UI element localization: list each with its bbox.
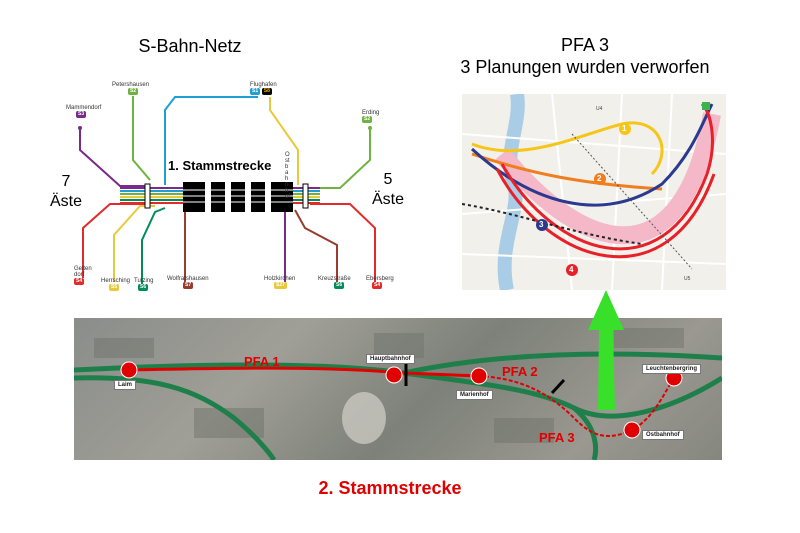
s-marker-marienhof	[470, 367, 488, 385]
pfa1-label: PFA 1	[244, 354, 280, 369]
right-branch-word: Äste	[371, 191, 404, 208]
dest-petershausen-label: Petershausen	[112, 82, 150, 88]
badge-s6-kreuzstrasse: S6	[334, 282, 345, 289]
dest-erding: Erding S2	[362, 110, 379, 123]
badge-s3-mammendorf: S3	[76, 111, 87, 118]
variant-2-label: 2	[597, 174, 602, 183]
dest-wolfratshausen-label: Wolfratshausen	[167, 276, 209, 282]
station-marienhof: Marienhof	[456, 390, 493, 400]
pfa3-label: PFA 3	[539, 430, 575, 445]
trunk-line-bundle	[120, 182, 320, 212]
green-arrow-icon	[588, 290, 624, 410]
s-station-marker	[702, 102, 710, 110]
dest-tutzing: Tutzing S6	[134, 278, 153, 291]
dest-ebersberg-label: Ebersberg	[366, 276, 394, 282]
variant-3-label: 3	[539, 220, 544, 229]
branch-line-s3-mammendorf	[79, 128, 150, 187]
pfa3-title-line2: 3 Planungen wurden verworfen	[460, 57, 710, 77]
pfa3-title: PFA 3 3 Planungen wurden verworfen	[420, 34, 750, 78]
branch-line-s6-tutzing	[141, 207, 166, 285]
dest-mammendorf-label: Mammendorf	[66, 105, 102, 111]
badge-s4-geltendorf: S4	[74, 278, 85, 285]
aerial-route-photo: Laim Hauptbahnhof Marienhof Leuchtenberg…	[74, 318, 722, 460]
pfa3-planning-map: 1 2 3 4 U4 U5	[462, 94, 726, 290]
badge-s7-wolfratshausen: S7	[183, 282, 194, 289]
dest-herrsching-label: Herrsching	[101, 278, 131, 284]
variant-1-marker	[619, 123, 631, 135]
badge-s1-flughafen: S1	[250, 88, 261, 95]
branch-line-s6-kreuzstrasse	[294, 209, 338, 283]
left-branch-count: 7 Äste	[40, 172, 92, 212]
left-branch-number: 7	[61, 173, 71, 190]
right-branch-number: 5	[383, 171, 393, 188]
dest-geltendorf-label: Gelten dorf	[74, 266, 92, 278]
ostbahnhof-vertical-label: Ostbahnhof	[285, 152, 291, 200]
branch-line-s1-flughafen	[164, 96, 258, 185]
dest-erding-label: Erding	[362, 110, 380, 116]
branch-line-s8-herrsching	[113, 205, 155, 282]
variant-2-marker	[594, 173, 606, 185]
dest-kreuzstrasse-label: Kreuzstraße	[318, 276, 351, 282]
badge-s2-petershausen: S2	[128, 88, 139, 95]
dest-wolfratshausen: Wolfratshausen S7	[167, 276, 209, 289]
badge-s2-erding: S2	[362, 116, 373, 123]
variant-4-marker	[566, 264, 578, 276]
branch-line-s2-petershausen	[132, 96, 151, 181]
badge-s6-tutzing: S6	[138, 284, 149, 291]
variant-3-marker	[536, 219, 548, 231]
s-marker-ostbahnhof	[623, 421, 641, 439]
dest-herrsching: Herrsching S5	[101, 278, 130, 291]
s-marker-hauptbahnhof	[385, 366, 403, 384]
aerial-route-drawing	[74, 328, 722, 460]
badge-s5-herrsching: S5	[109, 284, 120, 291]
variant-1-label: 1	[622, 124, 627, 133]
network-title: S-Bahn-Netz	[138, 36, 242, 56]
branch-line-s2-erding	[310, 128, 371, 189]
u5-label: U5	[684, 276, 691, 282]
stammstrecke-2-caption: 2. Stammstrecke	[318, 478, 462, 498]
station-ostbahnhof: Ostbahnhof	[642, 430, 684, 440]
dest-flughafen-label: Flughafen	[250, 82, 277, 88]
branch-line-s8-flughafen-east	[269, 97, 299, 185]
station-hauptbahnhof: Hauptbahnhof	[366, 354, 415, 364]
left-branch-word: Äste	[49, 193, 82, 210]
badge-s27-holzkirchen: S27	[274, 282, 287, 289]
branch-line-s4-ebersberg	[310, 203, 376, 283]
dest-kreuzstrasse: Kreuzstraße S6	[318, 276, 351, 289]
dest-ebersberg: Ebersberg S4	[366, 276, 394, 289]
dest-mammendorf: Mammendorf S3	[66, 105, 101, 118]
badge-s8-flughafen: S8	[261, 88, 272, 95]
right-branch-count: 5 Äste	[362, 170, 414, 210]
dest-tutzing-label: Tutzing	[134, 278, 154, 284]
station-leuchtenbergring: Leuchtenbergring	[642, 364, 702, 374]
variant-4-label: 4	[569, 265, 574, 274]
dest-geltendorf: Gelten dorf S4	[74, 266, 100, 285]
u4-label: U4	[596, 106, 603, 112]
station-laim: Laim	[114, 380, 137, 390]
dest-flughafen: Flughafen S1 S8	[250, 82, 277, 95]
s-marker-laim	[120, 361, 138, 379]
stammstrecke-1-label: 1. Stammstrecke	[168, 158, 272, 173]
dest-petershausen: Petershausen S2	[112, 82, 149, 95]
pfa3-map-drawing	[462, 94, 726, 290]
dest-holzkirchen-label: Holzkirchen	[264, 276, 296, 282]
dest-holzkirchen: Holzkirchen S27	[264, 276, 295, 289]
badge-s4-ebersberg: S4	[372, 282, 383, 289]
pfa2-label: PFA 2	[502, 364, 538, 379]
pfa3-title-line1: PFA 3	[560, 35, 610, 55]
